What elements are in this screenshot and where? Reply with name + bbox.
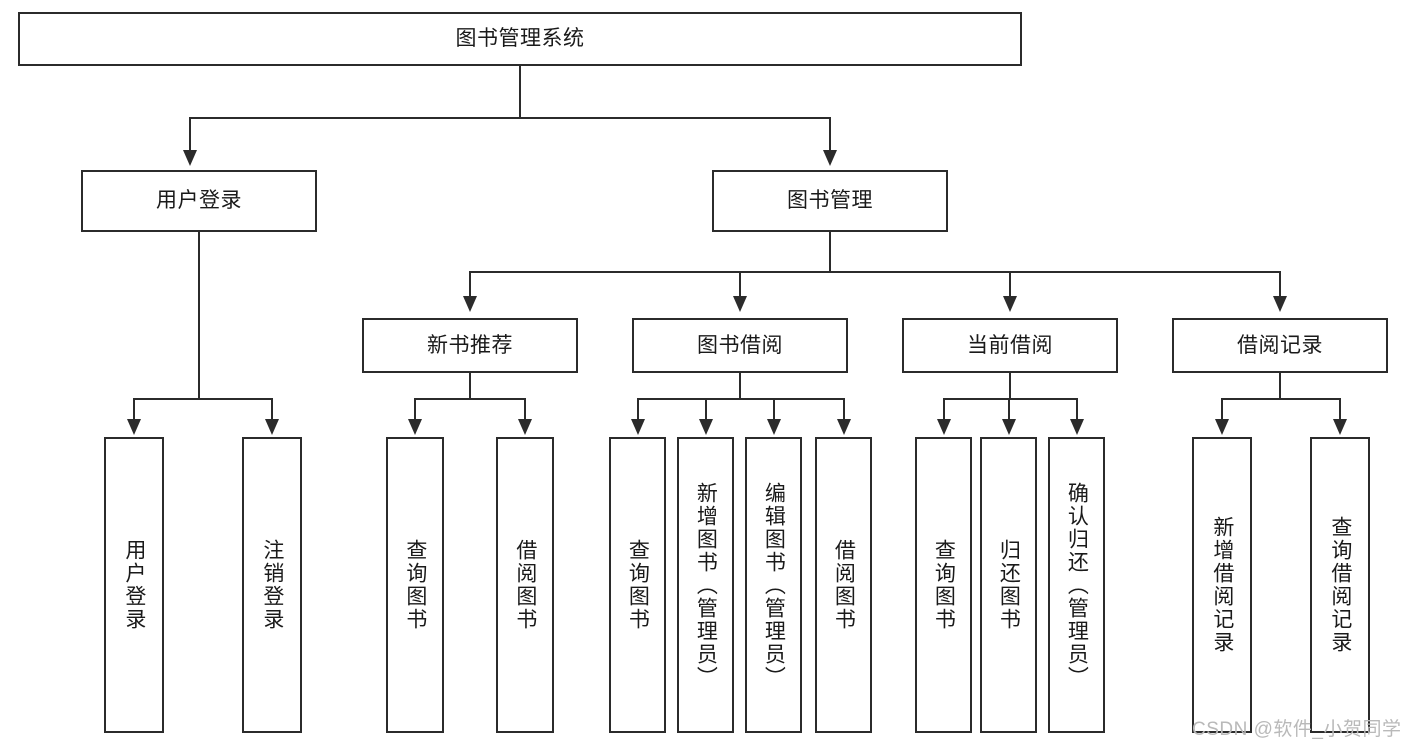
leaf-book-borrow-2[interactable]: 编辑图书（管理员）	[745, 437, 802, 733]
leaf-current-borrow-2[interactable]: 确认归还（管理员）	[1048, 437, 1105, 733]
arrow-book-borrow-leaf1	[631, 419, 645, 435]
edge-book-manage-bus	[469, 271, 1281, 273]
node-label: 借阅记录	[1237, 333, 1323, 357]
node-current-borrow[interactable]: 当前借阅	[902, 318, 1118, 373]
edge-borrow-record-leaf1	[1221, 398, 1223, 420]
edge-book-borrow-leaf3	[773, 398, 775, 420]
leaf-new-book-0[interactable]: 查询图书	[386, 437, 444, 733]
node-label: 编辑图书（管理员）	[762, 481, 786, 689]
edge-book-manage-c1	[469, 271, 471, 297]
arrow-to-borrow-record	[1273, 296, 1287, 312]
node-book-manage[interactable]: 图书管理	[712, 170, 948, 232]
arrow-to-book-borrow	[733, 296, 747, 312]
edge-current-borrow-leaf2	[1008, 398, 1010, 420]
arrow-new-book-leaf2	[518, 419, 532, 435]
node-label: 借阅图书	[832, 539, 856, 631]
edge-book-manage-c4	[1279, 271, 1281, 297]
edge-current-borrow-leaf3	[1076, 398, 1078, 420]
edge-new-book-bus	[414, 398, 525, 400]
leaf-book-borrow-1[interactable]: 新增图书（管理员）	[677, 437, 734, 733]
node-label: 新增借阅记录	[1210, 516, 1234, 654]
leaf-borrow-record-0[interactable]: 新增借阅记录	[1192, 437, 1252, 733]
node-label: 查询借阅记录	[1328, 516, 1352, 654]
node-label: 新增图书（管理员）	[694, 481, 718, 689]
leaf-borrow-record-1[interactable]: 查询借阅记录	[1310, 437, 1370, 733]
leaf-new-book-1[interactable]: 借阅图书	[496, 437, 554, 733]
node-label: 借阅图书	[513, 539, 537, 631]
leaf-current-borrow-0[interactable]: 查询图书	[915, 437, 972, 733]
edge-new-book-stem	[469, 373, 471, 399]
node-user-login[interactable]: 用户登录	[81, 170, 317, 232]
leaf-user-login-0[interactable]: 用户登录	[104, 437, 164, 733]
edge-new-book-leaf2	[524, 398, 526, 420]
edge-user-login-leaf1	[133, 398, 135, 420]
edge-book-manage-c2	[739, 271, 741, 297]
node-label: 注销登录	[260, 539, 284, 631]
arrow-to-book-manage	[823, 150, 837, 166]
node-label: 查询图书	[403, 539, 427, 631]
edge-book-borrow-stem	[739, 373, 741, 399]
node-root-system[interactable]: 图书管理系统	[18, 12, 1022, 66]
edge-user-login-bus	[133, 398, 272, 400]
leaf-current-borrow-1[interactable]: 归还图书	[980, 437, 1037, 733]
edge-borrow-record-stem	[1279, 373, 1281, 399]
edge-current-borrow-stem	[1009, 373, 1011, 399]
node-label: 当前借阅	[967, 333, 1053, 357]
edge-book-borrow-leaf4	[843, 398, 845, 420]
node-label: 查询图书	[932, 539, 956, 631]
node-label: 用户登录	[122, 539, 146, 631]
edge-root-to-user-login	[189, 117, 191, 151]
edge-root-to-book-manage	[829, 117, 831, 151]
leaf-book-borrow-3[interactable]: 借阅图书	[815, 437, 872, 733]
arrow-to-new-book-recommend	[463, 296, 477, 312]
arrow-borrow-record-leaf2	[1333, 419, 1347, 435]
node-borrow-record[interactable]: 借阅记录	[1172, 318, 1388, 373]
edge-book-manage-c3	[1009, 271, 1011, 297]
leaf-book-borrow-0[interactable]: 查询图书	[609, 437, 666, 733]
arrow-book-borrow-leaf2	[699, 419, 713, 435]
edge-user-login-stem	[198, 232, 200, 399]
node-label: 新书推荐	[427, 333, 513, 357]
edge-borrow-record-leaf2	[1339, 398, 1341, 420]
edge-root-stem	[519, 66, 521, 118]
edge-book-manage-stem	[829, 232, 831, 272]
node-label: 归还图书	[997, 539, 1021, 631]
edge-current-borrow-leaf1	[943, 398, 945, 420]
edge-user-login-leaf2	[271, 398, 273, 420]
arrow-new-book-leaf1	[408, 419, 422, 435]
node-label: 图书管理系统	[455, 27, 585, 51]
arrow-borrow-record-leaf1	[1215, 419, 1229, 435]
arrow-user-login-leaf1	[127, 419, 141, 435]
edge-current-borrow-bus	[943, 398, 1077, 400]
node-label: 图书管理	[787, 189, 873, 213]
node-label: 图书借阅	[697, 333, 783, 357]
arrow-to-user-login	[183, 150, 197, 166]
node-label: 查询图书	[626, 539, 650, 631]
leaf-user-login-1[interactable]: 注销登录	[242, 437, 302, 733]
edge-new-book-leaf1	[414, 398, 416, 420]
edge-book-borrow-leaf2	[705, 398, 707, 420]
edge-book-borrow-bus	[637, 398, 845, 400]
edge-borrow-record-bus	[1221, 398, 1340, 400]
node-book-borrow[interactable]: 图书借阅	[632, 318, 848, 373]
arrow-current-borrow-leaf3	[1070, 419, 1084, 435]
arrow-book-borrow-leaf4	[837, 419, 851, 435]
node-label: 确认归还（管理员）	[1065, 481, 1089, 689]
arrow-user-login-leaf2	[265, 419, 279, 435]
edge-root-bus	[189, 117, 831, 119]
node-label: 用户登录	[156, 189, 242, 213]
arrow-current-borrow-leaf1	[937, 419, 951, 435]
node-new-book-recommend[interactable]: 新书推荐	[362, 318, 578, 373]
arrow-book-borrow-leaf3	[767, 419, 781, 435]
arrow-to-current-borrow	[1003, 296, 1017, 312]
edge-book-borrow-leaf1	[637, 398, 639, 420]
arrow-current-borrow-leaf2	[1002, 419, 1016, 435]
